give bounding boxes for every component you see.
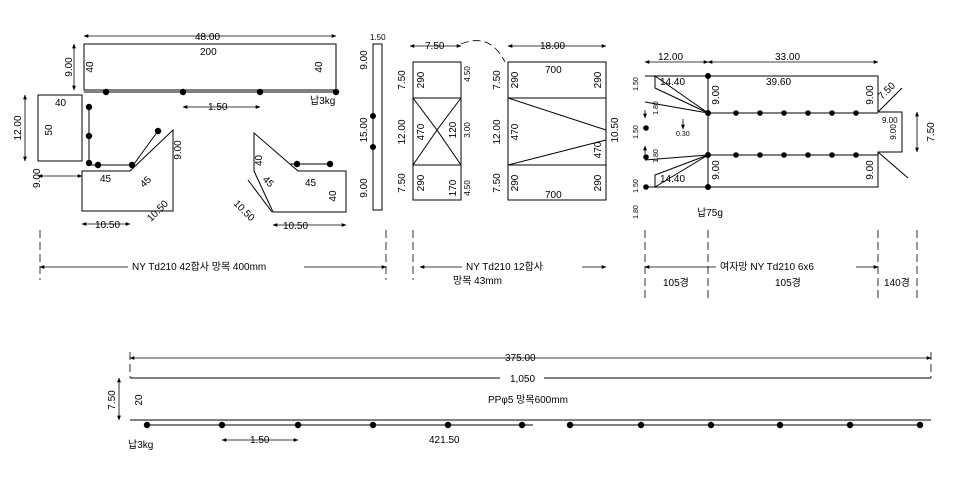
part3-h-mid: 12.00 — [492, 119, 503, 144]
part3-r-mid-h: 10.50 — [610, 117, 621, 142]
side-h3-dim: 9.00 — [359, 178, 370, 198]
part5-count: 1,050 — [510, 374, 535, 385]
part5-weight: 납3kg — [128, 439, 153, 451]
side-h1-dim: 9.00 — [359, 50, 370, 70]
left-box-bottom-dim: 9.00 — [32, 168, 43, 188]
part3-l-bot: 290 — [510, 174, 521, 191]
part4-end-b: 9.00 — [889, 124, 898, 140]
part4-right-top: 9.00 — [865, 85, 876, 105]
trap-right-top-count: 45 — [305, 178, 317, 189]
part2-r-bot2: 4.50 — [463, 180, 472, 196]
part2-c-mid: 470 — [416, 123, 427, 140]
part4-diag: 7.50 — [876, 80, 898, 102]
left-box-top-count: 40 — [55, 98, 67, 109]
part2-r-top: 4.50 — [463, 66, 472, 82]
trap-right-side-count: 40 — [254, 154, 265, 166]
trap-right-diag-dim: 10.50 — [231, 198, 257, 224]
part4-v3: 1.50 — [633, 125, 640, 139]
left-box-mid-count: 50 — [44, 124, 55, 136]
part4-end-h: 7.50 — [926, 122, 937, 142]
part4-mid-bot: 9.00 — [711, 160, 722, 180]
part2-rect — [412, 61, 462, 201]
trap-left-bottom-dim: 10.50 — [95, 220, 120, 231]
side-strip — [372, 43, 383, 211]
top-panel-rect — [83, 43, 337, 91]
trap-left-diag-count: 45 — [138, 174, 154, 190]
top-width-dim: 48.00 — [195, 32, 220, 43]
left-box-rect — [37, 94, 83, 162]
part2-r-mid2: 3.00 — [463, 122, 472, 138]
part3-l-mid: 470 — [510, 123, 521, 140]
top-left-v-count: 40 — [85, 61, 96, 73]
part5-spacing: 1.50 — [250, 435, 270, 446]
top-left-h-dim: 9.00 — [64, 57, 75, 77]
part3-h-top: 7.50 — [492, 70, 503, 90]
part4-end-a: 9.00 — [882, 116, 898, 125]
part5-length: 421.50 — [429, 435, 460, 446]
trap-right-bottom-dim: 10.50 — [283, 221, 308, 232]
part1-label: NY Td210 42합사 망목 400mm — [132, 261, 266, 273]
part4-w-right: 33.00 — [775, 52, 800, 63]
trap-left-side-dim: 9.00 — [173, 140, 184, 160]
top-count-label: 200 — [200, 47, 217, 58]
part2-width-dim: 7.50 — [425, 41, 445, 52]
part4-seg1: 105경 — [663, 276, 689, 289]
part3-top-count: 700 — [545, 65, 562, 76]
part3-l-top: 290 — [510, 71, 521, 88]
part4-right-bot: 9.00 — [865, 160, 876, 180]
side-h2-dim: 15.00 — [359, 117, 370, 142]
part4-v8: 1.80 — [633, 205, 640, 219]
spacing-dim: 1.50 — [208, 102, 228, 113]
part5-total-w: 375.00 — [505, 353, 536, 364]
part3-rect — [507, 61, 607, 201]
part4-mid-top: 9.00 — [711, 85, 722, 105]
part4-top-a: 14.40 — [660, 77, 685, 88]
part5-net-panel: 375.00 1,050 7.50 20 PPφ5 망목600mm 납3kg 1… — [107, 352, 932, 451]
part4-net-panel: 12.00 33.00 14.40 39.60 14.40 1.50 1.80 … — [633, 52, 937, 298]
part2-label2: 망목 43mm — [453, 275, 502, 287]
part3-r-mid: 470 — [593, 141, 604, 158]
part2-label: NY Td210 12합사 — [466, 261, 543, 273]
part4-v4: 1.80 — [653, 149, 660, 163]
part2-r-mid1: 120 — [448, 121, 459, 138]
trap-right-right-count: 40 — [328, 190, 339, 202]
part2-c-bot: 290 — [416, 174, 427, 191]
part4-bot-a: 14.40 — [660, 174, 685, 185]
part4-gap: 0.30 — [676, 131, 690, 138]
part4-w-left: 12.00 — [658, 52, 683, 63]
part2-h-mid: 12.00 — [397, 119, 408, 144]
part3-width-dim: 18.00 — [540, 41, 565, 52]
trap-left-top-count: 45 — [100, 174, 112, 185]
part4-label: 여자망 NY Td210 6x6 — [720, 261, 814, 273]
part2-net-panel: 1.50 9.00 15.00 9.00 7.50 7.50 12.00 7.5… — [359, 33, 607, 287]
part4-seg3: 140경 — [884, 276, 910, 289]
right-trapezoid — [253, 131, 347, 213]
part3-h-bot: 7.50 — [492, 173, 503, 193]
top-right-v-count: 40 — [314, 61, 325, 73]
part2-h-bot: 7.50 — [397, 173, 408, 193]
part4-seg2: 105경 — [775, 276, 801, 289]
part3-bot-count: 700 — [545, 190, 562, 201]
weight-label: 납3kg — [310, 95, 335, 107]
part2-h-top: 7.50 — [397, 70, 408, 90]
side-top-dim: 1.50 — [370, 33, 386, 42]
part3-r-top: 290 — [593, 71, 604, 88]
part5-left-v: 20 — [134, 394, 145, 406]
part5-h: 7.50 — [107, 390, 118, 410]
part3-net-panel: 18.00 7.50 12.00 7.50 700 700 290 470 29… — [492, 41, 621, 201]
part2-r-bot1: 170 — [448, 179, 459, 196]
part4-v1: 1.50 — [633, 77, 640, 91]
part3-r-bot: 290 — [593, 174, 604, 191]
part4-v5: 1.50 — [633, 179, 640, 193]
left-box-h-dim: 12.00 — [13, 115, 24, 140]
part1-net-panel: 48.00 200 9.00 40 40 납3kg 1.50 40 50 12.… — [13, 32, 387, 280]
part4-weight: 납75g — [697, 207, 723, 219]
part5-material: PPφ5 망목600mm — [488, 394, 568, 406]
part4-top-b: 39.60 — [766, 77, 791, 88]
part2-c-top: 290 — [416, 71, 427, 88]
part4-v2: 1.80 — [653, 101, 660, 115]
left-trapezoid — [81, 128, 174, 212]
